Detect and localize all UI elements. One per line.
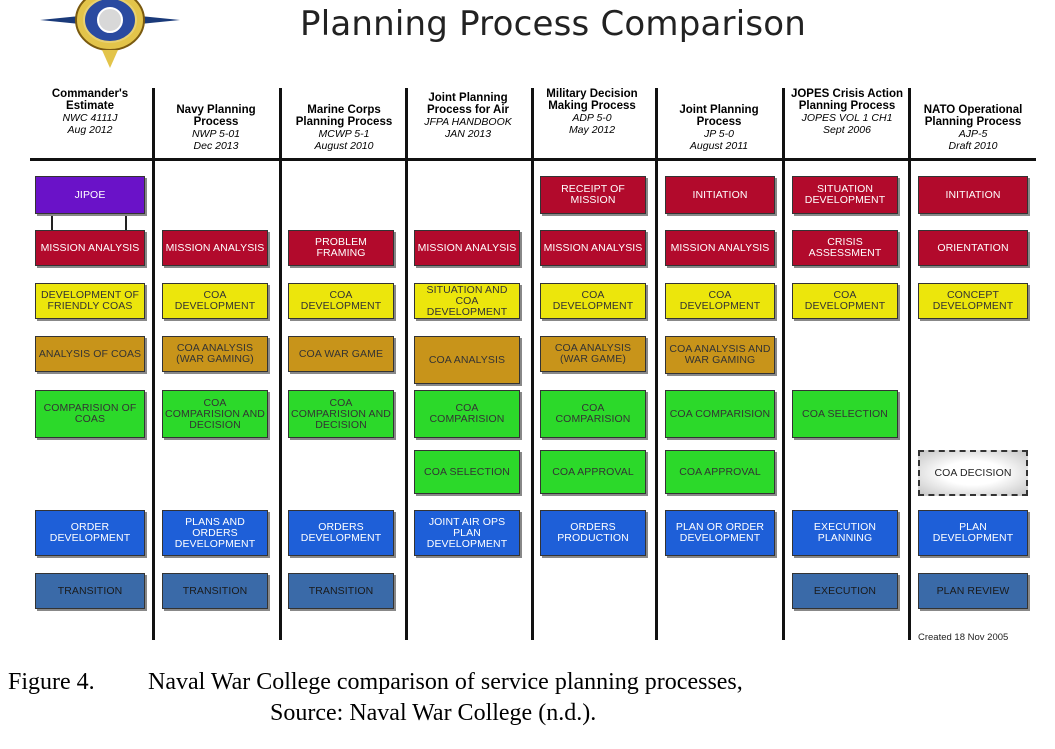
page-title: Planning Process Comparison: [300, 4, 807, 44]
process-step: JOINT AIR OPS PLAN DEVELOPMENT: [414, 510, 520, 556]
process-step: COMPARISION OF COAS: [35, 390, 145, 438]
process-step: COA DEVELOPMENT: [540, 283, 646, 319]
process-step: COA DEVELOPMENT: [665, 283, 775, 319]
column-divider: [152, 88, 155, 640]
column-divider: [279, 88, 282, 640]
column-divider: [405, 88, 408, 640]
connector-line: [51, 214, 53, 232]
process-step: ANALYSIS OF COAS: [35, 336, 145, 372]
caption-line-2: Source: Naval War College (n.d.).: [270, 700, 597, 726]
process-step: COA APPROVAL: [540, 450, 646, 494]
process-step: COA ANALYSIS (WAR GAME): [540, 336, 646, 372]
process-step: COA COMPARISION: [665, 390, 775, 438]
process-step: TRANSITION: [35, 573, 145, 609]
process-step: COA SELECTION: [792, 390, 898, 438]
process-step: COA APPROVAL: [665, 450, 775, 494]
process-step: INITIATION: [918, 176, 1028, 214]
process-step: ORDERS PRODUCTION: [540, 510, 646, 556]
column-header: Joint Planning Process JP 5-0 August 201…: [679, 104, 759, 152]
process-step: COA WAR GAME: [288, 336, 394, 372]
process-step: MISSION ANALYSIS: [414, 230, 520, 266]
process-step: PLAN REVIEW: [918, 573, 1028, 609]
process-step: COA COMPARISION AND DECISION: [162, 390, 268, 438]
column-header: Commander's Estimate NWC 4111J Aug 2012: [51, 88, 129, 136]
process-step: MISSION ANALYSIS: [162, 230, 268, 266]
process-step: COA ANALYSIS (WAR GAMING): [162, 336, 268, 372]
process-step: MISSION ANALYSIS: [35, 230, 145, 266]
process-step: SITUATION DEVELOPMENT: [792, 176, 898, 214]
connector-line: [125, 214, 127, 232]
process-step: TRANSITION: [288, 573, 394, 609]
column-header: NATO Operational Planning Process AJP-5 …: [923, 104, 1023, 152]
process-step: COA DEVELOPMENT: [288, 283, 394, 319]
process-step: COA COMPARISION: [540, 390, 646, 438]
process-step: CONCEPT DEVELOPMENT: [918, 283, 1028, 319]
process-step: COA SELECTION: [414, 450, 520, 494]
column-divider: [782, 88, 785, 640]
figure-label: Figure 4.: [8, 669, 95, 695]
process-step: PROBLEM FRAMING: [288, 230, 394, 266]
column-divider: [655, 88, 658, 640]
process-step: TRANSITION: [162, 573, 268, 609]
column-divider: [531, 88, 534, 640]
process-step: CRISIS ASSESSMENT: [792, 230, 898, 266]
process-step: COA DEVELOPMENT: [792, 283, 898, 319]
column-header: Navy Planning Process NWP 5-01 Dec 2013: [176, 104, 256, 152]
process-step-jipoe: JIPOE: [35, 176, 145, 214]
process-step: ORDERS DEVELOPMENT: [288, 510, 394, 556]
process-step: EXECUTION: [792, 573, 898, 609]
process-step: INITIATION: [665, 176, 775, 214]
process-step: SITUATION AND COA DEVELOPMENT: [414, 283, 520, 319]
figure-caption: Figure 4. Naval War College comparison of…: [8, 668, 743, 696]
process-step: ORIENTATION: [918, 230, 1028, 266]
process-step: PLAN DEVELOPMENT: [918, 510, 1028, 556]
process-step: EXECUTION PLANNING: [792, 510, 898, 556]
caption-line-1: Naval War College comparison of service …: [148, 669, 743, 695]
process-step: RECEIPT OF MISSION: [540, 176, 646, 214]
process-step: PLANS AND ORDERS DEVELOPMENT: [162, 510, 268, 556]
column-header: JOPES Crisis Action Planning Process JOP…: [790, 88, 904, 136]
process-step: COA ANALYSIS AND WAR GAMING: [665, 336, 775, 374]
process-step-dashed: COA DECISION: [918, 450, 1028, 496]
process-step: COA DEVELOPMENT: [162, 283, 268, 319]
column-header: Marine Corps Planning Process MCWP 5-1 A…: [295, 104, 393, 152]
process-step: COA COMPARISION: [414, 390, 520, 438]
naval-war-college-seal-icon: [40, 0, 180, 68]
created-date: Created 18 Nov 2005: [918, 632, 1009, 643]
column-header: Military Decision Making Process ADP 5-0…: [546, 88, 638, 136]
process-step: COA COMPARISION AND DECISION: [288, 390, 394, 438]
column-divider: [908, 88, 911, 640]
process-step: MISSION ANALYSIS: [540, 230, 646, 266]
process-step: MISSION ANALYSIS: [665, 230, 775, 266]
process-step: PLAN OR ORDER DEVELOPMENT: [665, 510, 775, 556]
process-step: DEVELOPMENT OF FRIENDLY COAS: [35, 283, 145, 319]
process-step: COA ANALYSIS: [414, 336, 520, 384]
process-step: ORDER DEVELOPMENT: [35, 510, 145, 556]
column-header: Joint Planning Process for Air JFPA HAND…: [424, 92, 512, 140]
